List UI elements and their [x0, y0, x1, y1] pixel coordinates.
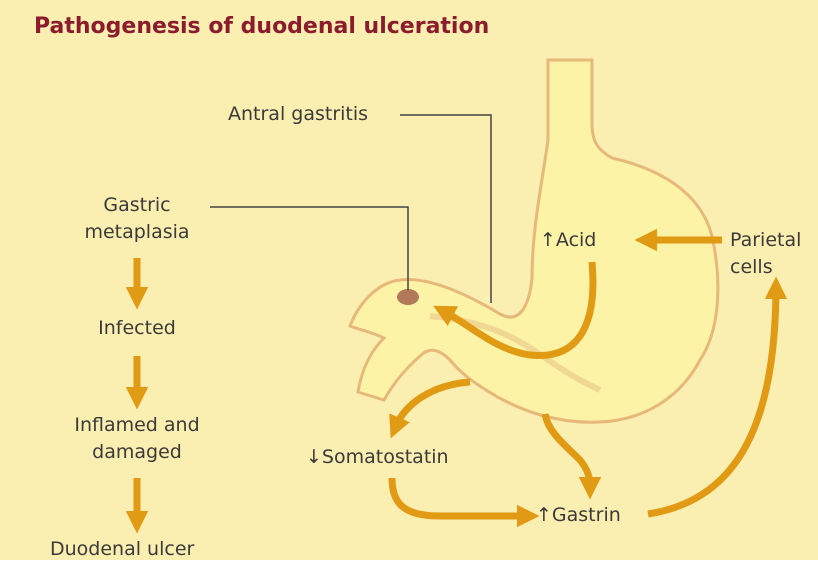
label-inflamed-line2: damaged	[47, 439, 227, 466]
label-somatostatin: ↓Somatostatin	[306, 444, 449, 471]
arrow-antrum-to-somatostatin	[396, 382, 470, 426]
antral-gastritis-leader	[400, 115, 491, 303]
label-gastric-metaplasia-line2: metaplasia	[82, 219, 192, 246]
metaplasia-leader	[210, 207, 408, 290]
label-gastrin: ↑Gastrin	[536, 502, 621, 529]
label-parietal-line2: cells	[730, 254, 773, 281]
label-antral-gastritis: Antral gastritis	[228, 101, 368, 128]
label-parietal-line1: Parietal	[730, 227, 801, 254]
label-infected: Infected	[82, 315, 192, 342]
diagram-title: Pathogenesis of duodenal ulceration	[34, 14, 489, 39]
ulcer-spot	[397, 289, 419, 305]
label-inflamed-line1: Inflamed and	[47, 412, 227, 439]
label-gastric-metaplasia-line1: Gastric	[82, 192, 192, 219]
arrow-somatostatin-to-gastrin	[392, 478, 526, 516]
label-duodenal-ulcer: Duodenal ulcer	[50, 536, 194, 563]
label-acid: ↑Acid	[540, 227, 596, 254]
arrow-antrum-to-gastrin	[545, 414, 590, 486]
